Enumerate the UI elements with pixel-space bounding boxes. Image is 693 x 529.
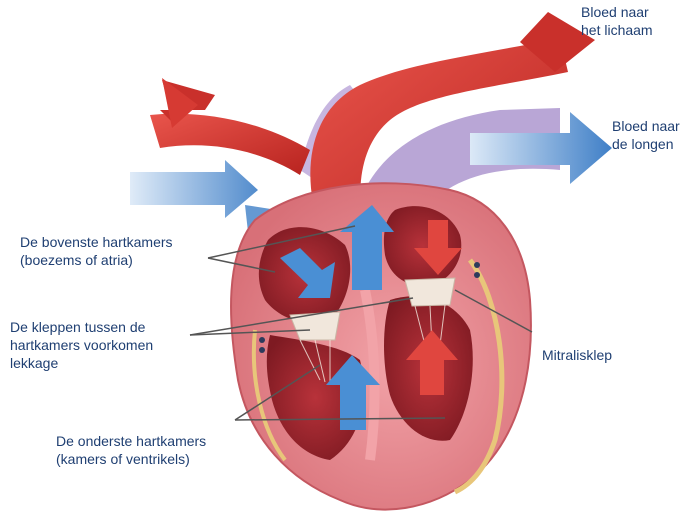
label-to-lungs: Bloed naar de longen <box>612 117 680 153</box>
label-mitral-text: Mitralisklep <box>542 347 612 363</box>
label-ventricles-line2: (kamers of ventrikels) <box>56 450 206 468</box>
label-to-lungs-line1: Bloed naar <box>612 117 680 135</box>
label-valves: De kleppen tussen de hartkamers voorkome… <box>10 318 153 372</box>
label-ventricles-line1: De onderste hartkamers <box>56 432 206 450</box>
label-mitral-valve: Mitralisklep <box>542 346 612 364</box>
label-valves-line2: hartkamers voorkomen <box>10 336 153 354</box>
label-ventricles: De onderste hartkamers (kamers of ventri… <box>56 432 206 468</box>
label-atria: De bovenste hartkamers (boezems of atria… <box>20 233 173 269</box>
label-to-body-line2: het lichaam <box>581 21 653 39</box>
label-atria-line1: De bovenste hartkamers <box>20 233 173 251</box>
label-valves-line3: lekkage <box>10 354 153 372</box>
label-to-body-line1: Bloed naar <box>581 3 653 21</box>
label-atria-line2: (boezems of atria) <box>20 251 173 269</box>
label-to-lungs-line2: de longen <box>612 135 680 153</box>
label-valves-line1: De kleppen tussen de <box>10 318 153 336</box>
label-to-body: Bloed naar het lichaam <box>581 3 653 39</box>
